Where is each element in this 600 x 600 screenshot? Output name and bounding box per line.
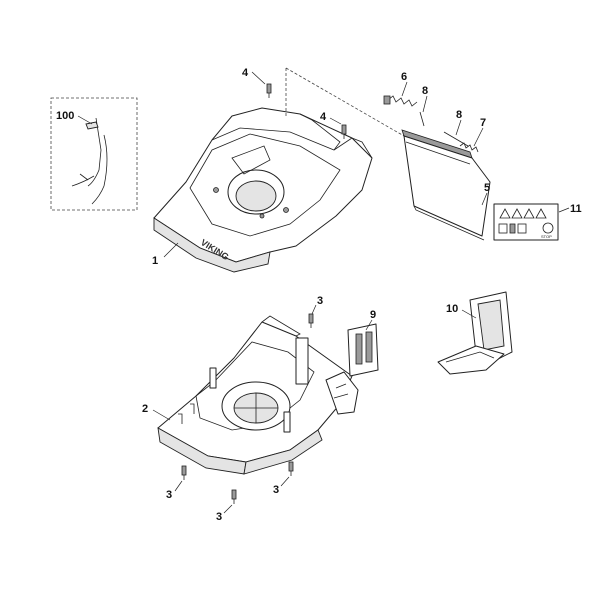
callout-8-lower: 8 (456, 109, 462, 121)
callout-3-center: 3 (216, 511, 222, 523)
flap-part-5 (401, 129, 491, 241)
callout-6: 6 (401, 71, 407, 83)
callout-4-right: 4 (320, 111, 327, 123)
screw-part-3-center (231, 489, 237, 504)
callout-7: 7 (480, 117, 486, 129)
callout-4-left: 4 (242, 67, 249, 79)
callout-2: 2 (142, 403, 148, 415)
callout-8-upper: 8 (422, 85, 428, 97)
screw-part-4-right (341, 124, 347, 139)
detail-inset-shape (87, 117, 102, 187)
label-stop-text: STOP (541, 234, 552, 239)
callout-10: 10 (446, 303, 458, 315)
leader-lines (77, 71, 570, 514)
lower-chassis-part-2 (157, 315, 359, 475)
part-100-clip (85, 121, 99, 130)
bracket-part-9 (347, 323, 379, 377)
screw-part-4-left (266, 83, 272, 98)
callout-1: 1 (152, 255, 158, 267)
warning-label-part-11: STOP (493, 203, 559, 241)
callout-9: 9 (370, 309, 376, 321)
detail-inset-border (50, 97, 138, 211)
callout-11: 11 (570, 203, 582, 215)
callout-3-top: 3 (317, 295, 323, 307)
callout-100: 100 (56, 110, 74, 122)
screw-part-3-right (288, 461, 294, 476)
callout-5: 5 (484, 182, 490, 194)
spring-part-7 (459, 142, 479, 153)
callout-3-right: 3 (273, 484, 279, 496)
screw-part-3-left (181, 465, 187, 480)
upper-housing-part-1: VIKING (153, 107, 373, 273)
detail-inset-100 (50, 97, 138, 211)
grass-chute-part-10 (437, 291, 513, 375)
spring-part-6 (383, 95, 418, 107)
callout-3-left: 3 (166, 489, 172, 501)
assembly-guide-line (285, 67, 405, 137)
pin-part-8-upper (419, 111, 425, 127)
screw-part-3-top (308, 313, 314, 328)
callout-labels: 100 1 4 4 6 8 8 7 5 11 3 9 10 2 3 3 3 (56, 67, 582, 523)
